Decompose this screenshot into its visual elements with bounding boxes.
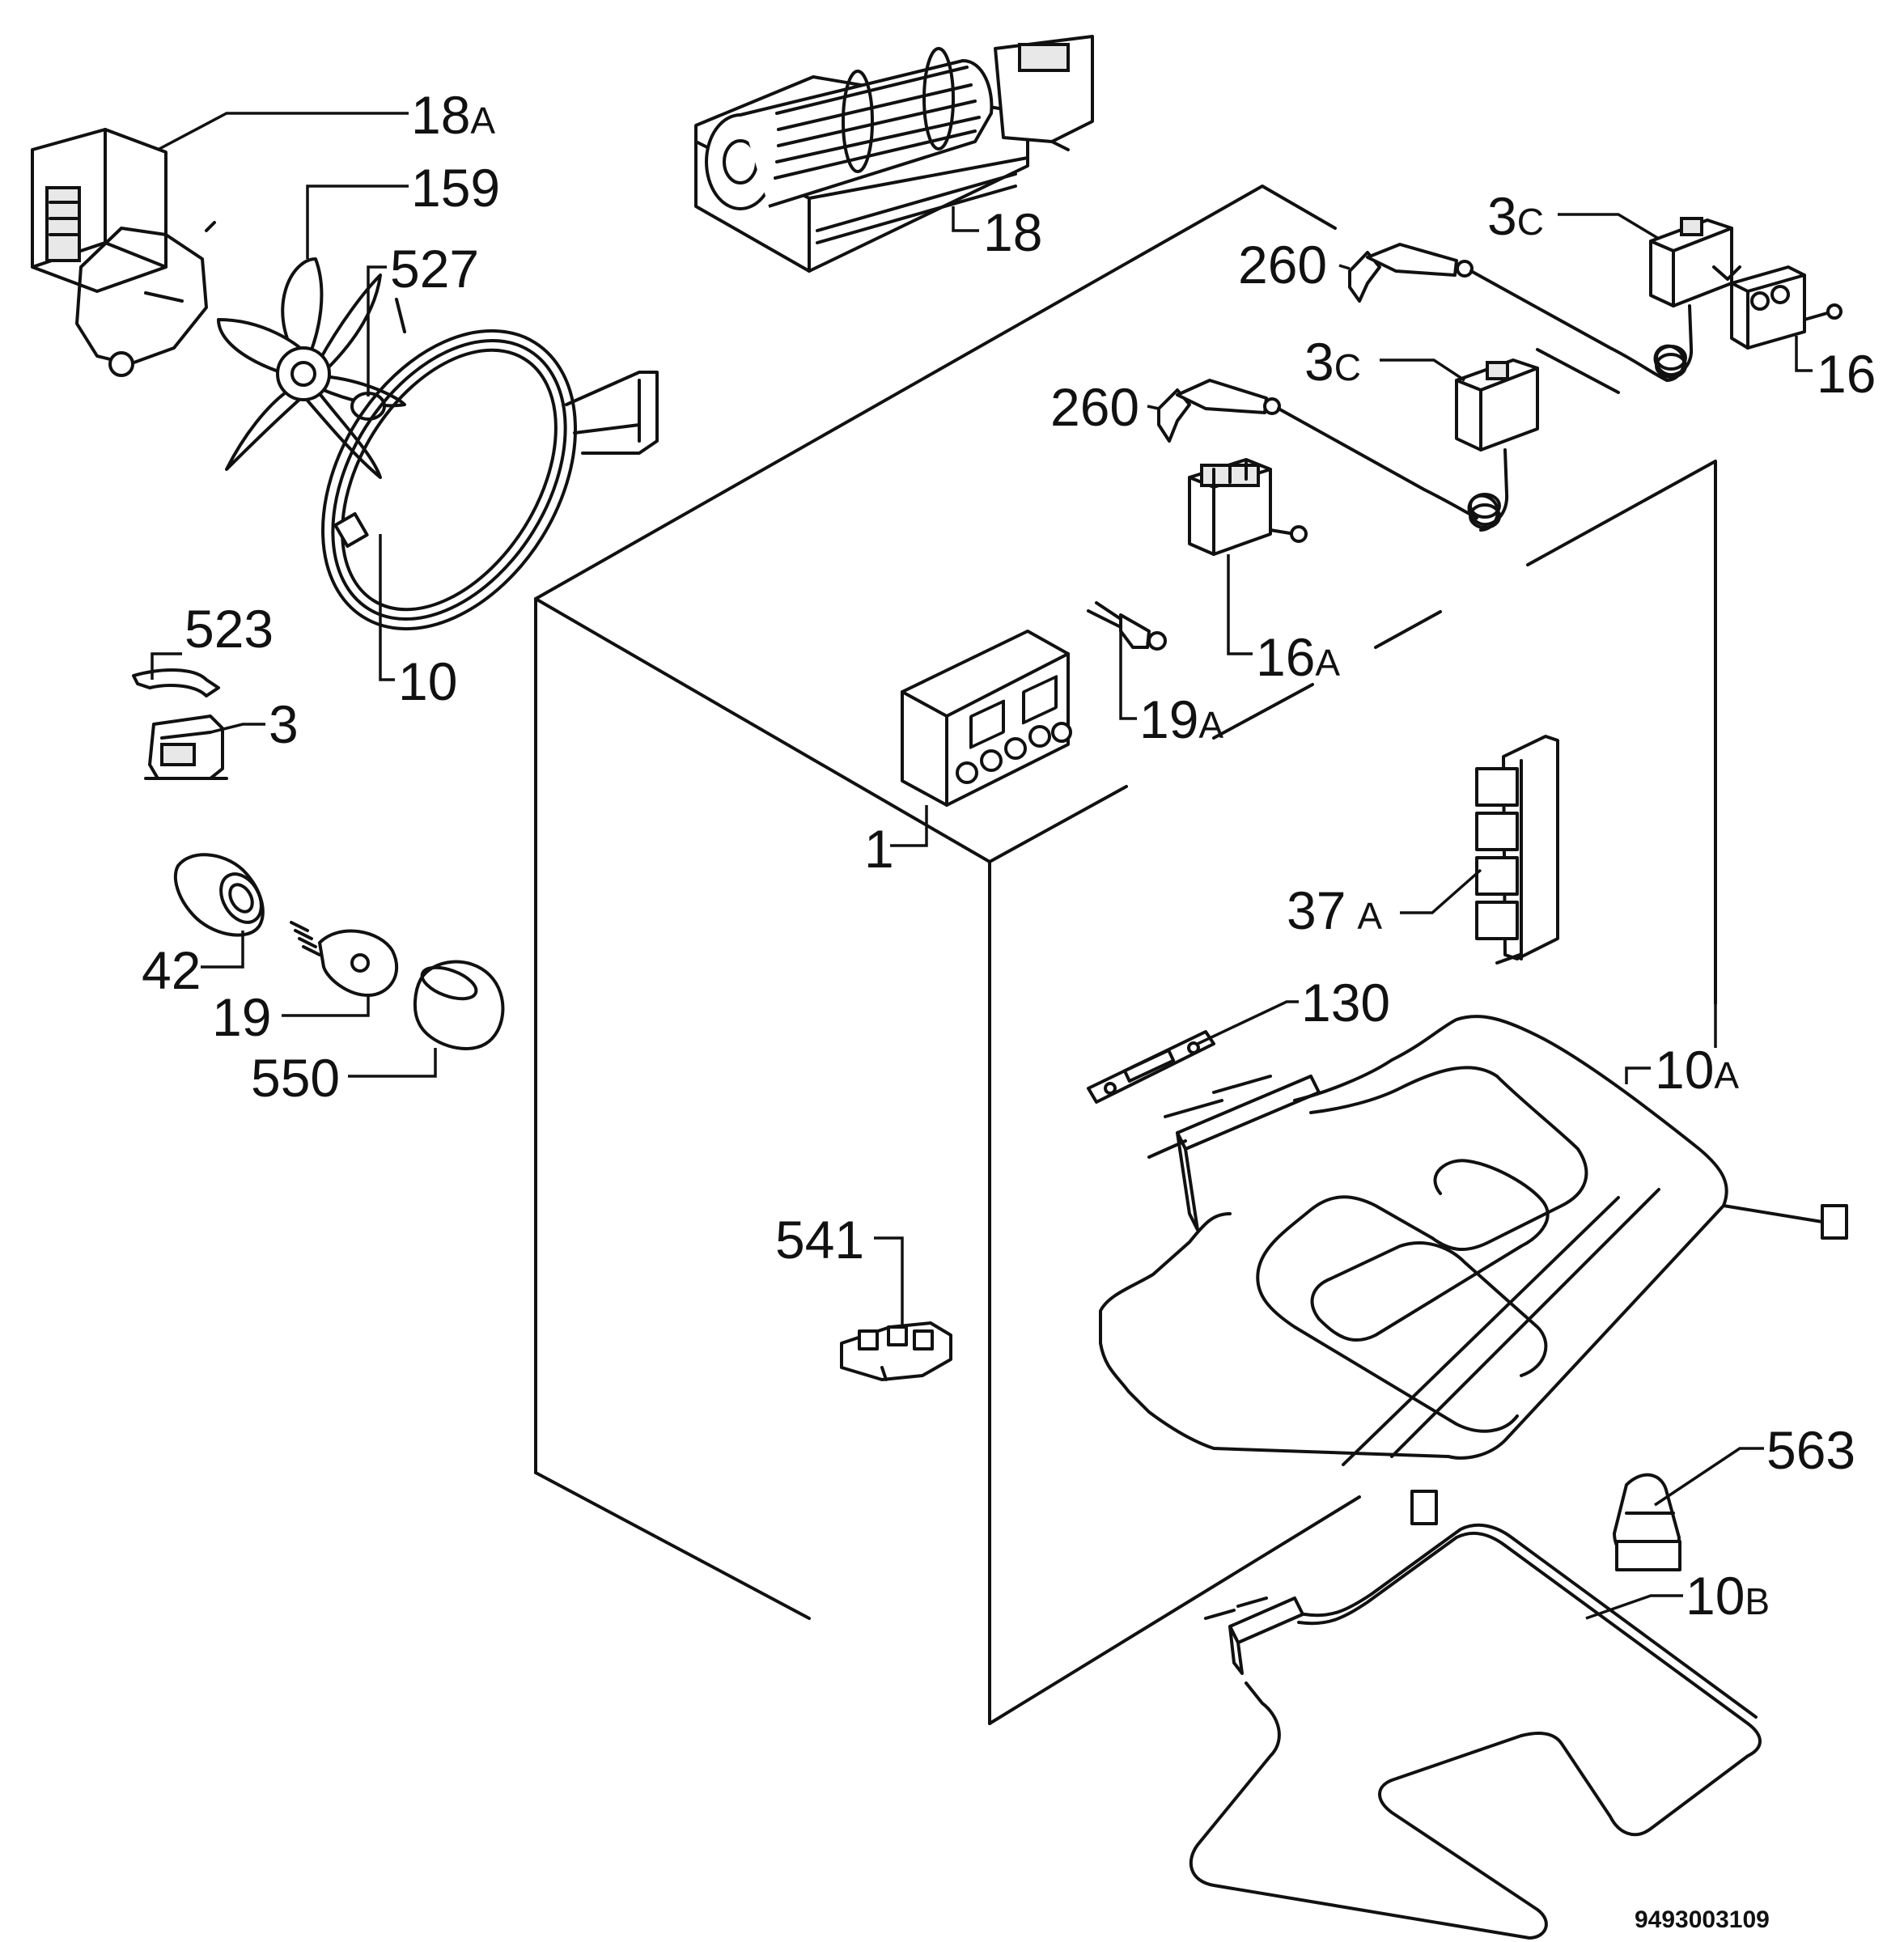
thermostat-3 bbox=[144, 714, 228, 780]
callout-16: 16 bbox=[1817, 344, 1876, 404]
callout-130: 130 bbox=[1301, 973, 1390, 1032]
switch-16 bbox=[1730, 265, 1843, 350]
oven-cabinet bbox=[534, 184, 1717, 1725]
callout-3c-upper: 3C bbox=[1487, 186, 1544, 246]
callout-550: 550 bbox=[251, 1048, 340, 1108]
callout-260-lower: 260 bbox=[1050, 377, 1139, 437]
callout-42: 42 bbox=[142, 940, 201, 1000]
fan-motor-18a bbox=[31, 128, 216, 377]
callout-10: 10 bbox=[398, 651, 457, 711]
callout-3: 3 bbox=[269, 694, 299, 754]
ring-element-10 bbox=[320, 329, 659, 631]
callout-563: 563 bbox=[1766, 1420, 1855, 1480]
callout-260-upper: 260 bbox=[1238, 235, 1327, 295]
lamp-cover-550 bbox=[413, 960, 505, 1050]
callout-18a: 18A bbox=[411, 85, 495, 145]
small-lamp-19a bbox=[1087, 601, 1167, 651]
clip-523 bbox=[132, 668, 220, 698]
terminal-block-37a bbox=[1475, 735, 1559, 965]
tangential-fan-18 bbox=[694, 35, 1094, 273]
callout-16a: 16A bbox=[1256, 627, 1340, 687]
document-number: 9493003109 bbox=[1635, 1906, 1770, 1933]
selector-switch-16a bbox=[1188, 458, 1308, 556]
fan-blade-159 bbox=[217, 257, 406, 479]
callout-541: 541 bbox=[775, 1210, 864, 1270]
thermostat-3c-upper bbox=[1649, 217, 1741, 382]
sensor-probe-260-lower bbox=[1157, 379, 1478, 519]
grommet-563 bbox=[1613, 1473, 1681, 1571]
sensor-probe-260-upper bbox=[1348, 243, 1669, 382]
callout-10b: 10B bbox=[1686, 1566, 1770, 1626]
callout-3c-lower: 3C bbox=[1304, 332, 1361, 392]
callout-527: 527 bbox=[390, 239, 479, 299]
callout-10a: 10A bbox=[1655, 1040, 1739, 1100]
thermostat-3c-lower bbox=[1455, 358, 1539, 532]
lamp-holder-42 bbox=[173, 853, 265, 937]
callout-19a: 19A bbox=[1139, 689, 1223, 749]
callout-159: 159 bbox=[411, 158, 500, 218]
callout-1: 1 bbox=[864, 819, 894, 879]
callout-523: 523 bbox=[184, 599, 274, 659]
callout-labels: 18A 159 527 18 260 3C 16 3C 260 16A 10 5… bbox=[142, 85, 1876, 1626]
callout-19: 19 bbox=[212, 987, 271, 1047]
leader-lines bbox=[151, 112, 1813, 1620]
bottom-element-10b bbox=[1189, 1523, 1762, 1940]
lamp-bulb-19 bbox=[290, 921, 399, 997]
timer-module-1 bbox=[901, 630, 1072, 807]
terminal-connector-541 bbox=[840, 1321, 952, 1381]
grill-element-10a bbox=[1099, 1015, 1848, 1525]
seal-plate-130 bbox=[1087, 1030, 1215, 1104]
callout-18: 18 bbox=[983, 202, 1042, 262]
